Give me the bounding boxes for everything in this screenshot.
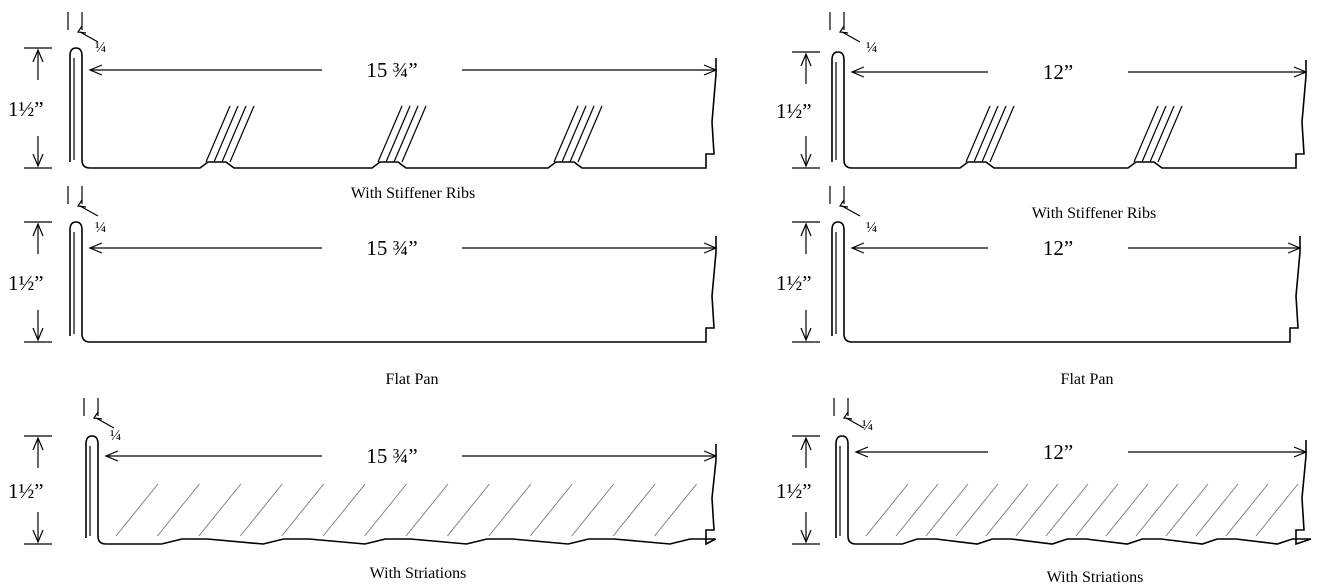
height-dimension: 1½”	[8, 47, 52, 169]
pan-body	[106, 444, 717, 546]
panel-caption: Flat Pan	[1061, 371, 1114, 388]
height-label: 1½”	[776, 99, 812, 123]
seam-width-indicator: ¼	[83, 398, 121, 444]
panel-caption: With Striations	[1047, 569, 1144, 586]
pan-body	[90, 236, 717, 343]
width-label: 15 ¾”	[366, 58, 417, 82]
width-dimension: 15 ¾”	[88, 236, 718, 260]
height-label: 1½”	[776, 479, 812, 503]
standing-seam	[831, 51, 853, 169]
seam-label: ¼	[110, 428, 121, 444]
seam-label: ¼	[866, 40, 877, 56]
standing-seam	[835, 435, 857, 545]
width-dimension: 12”	[854, 440, 1308, 464]
height-dimension: 1½”	[776, 51, 820, 169]
width-label: 15 ¾”	[366, 444, 417, 468]
seam-label: ¼	[95, 220, 106, 236]
pan-body	[90, 58, 717, 169]
seam-width-indicator: ¼	[67, 186, 106, 236]
width-label: 15 ¾”	[366, 236, 417, 260]
panel-profile-flat-15: 1½” ¼ 15 ¾” Flat Pan	[8, 186, 718, 388]
panel-profile-striations-12: 1½” ¼ 12” With Striations	[776, 398, 1312, 586]
panel-caption: Flat Pan	[386, 371, 439, 388]
height-dimension: 1½”	[8, 221, 52, 343]
width-label: 12”	[1043, 236, 1073, 260]
width-label: 12”	[1043, 440, 1073, 464]
seam-label: ¼	[95, 40, 106, 56]
width-dimension: 15 ¾”	[88, 58, 718, 82]
panel-profile-ribs-12: 1½” ¼ 12” With Stiffener Ribs	[776, 12, 1308, 222]
seam-width-indicator: ¼	[67, 12, 106, 56]
width-dimension: 12”	[850, 60, 1308, 84]
height-label: 1½”	[8, 271, 44, 295]
panel-profile-flat-12: 1½” ¼ 12” Flat Pan	[776, 186, 1302, 388]
height-label: 1½”	[8, 97, 44, 121]
pan-body	[856, 440, 1312, 546]
height-label: 1½”	[776, 271, 812, 295]
panel-profile-ribs-15: 1½” ¼ 15 ¾” With Stiffener Ribs	[8, 12, 718, 202]
standing-seam	[85, 435, 107, 545]
width-dimension: 15 ¾”	[104, 444, 718, 468]
height-dimension: 1½”	[776, 435, 820, 545]
seam-label: ¼	[862, 418, 873, 434]
seam-label: ¼	[866, 220, 877, 236]
width-label: 12”	[1043, 60, 1073, 84]
height-dimension: 1½”	[8, 435, 52, 545]
standing-seam	[69, 221, 91, 343]
height-label: 1½”	[8, 479, 44, 503]
height-dimension: 1½”	[776, 221, 820, 343]
panel-caption: With Striations	[370, 565, 467, 582]
standing-seam	[831, 221, 853, 343]
panel-caption: With Stiffener Ribs	[1032, 205, 1156, 222]
width-dimension: 12”	[850, 236, 1302, 260]
pan-body	[852, 236, 1301, 343]
pan-body	[852, 60, 1307, 169]
seam-width-indicator: ¼	[829, 12, 877, 56]
standing-seam	[69, 47, 91, 169]
seam-width-indicator: ¼	[833, 398, 873, 434]
panel-profile-striations-15: 1½” ¼ 15 ¾” With Striations	[8, 398, 718, 582]
seam-width-indicator: ¼	[829, 186, 877, 236]
panel-caption: With Stiffener Ribs	[351, 185, 475, 202]
